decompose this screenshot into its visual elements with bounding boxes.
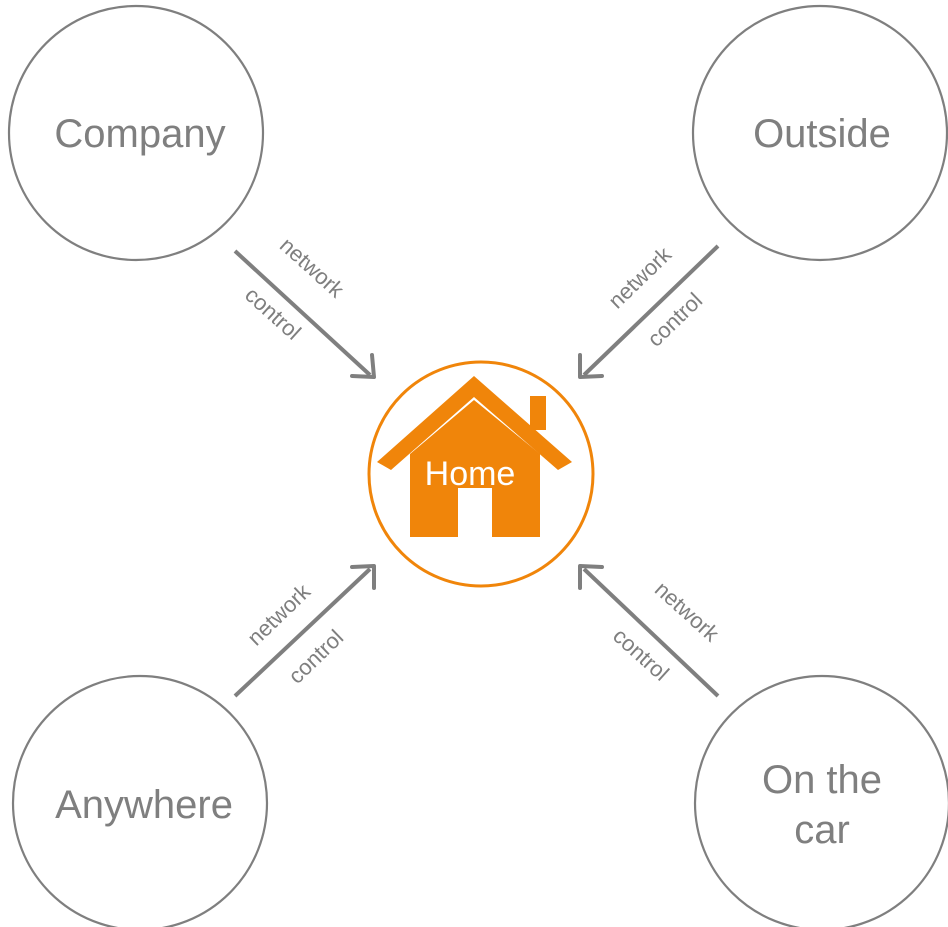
- node-outside-circle: [691, 4, 948, 262]
- edge-car-label-network: network: [650, 576, 725, 647]
- edge-anywhere-line: [233, 567, 372, 698]
- edge-company-line: [233, 249, 372, 377]
- node-car-circle: [693, 674, 948, 927]
- edge-car-line: [582, 567, 720, 698]
- node-anywhere: Anywhere: [11, 674, 269, 927]
- edge-outside-label-network: network: [603, 241, 676, 313]
- edge-outside-home: [578, 244, 720, 379]
- edge-outside-arrowhead: [578, 353, 604, 379]
- edge-anywhere-label-network: network: [242, 578, 315, 650]
- node-home-label: Home: [425, 455, 516, 493]
- node-outside-label: Outside: [753, 112, 891, 156]
- node-company-circle: [7, 4, 265, 262]
- edge-car-arrowhead: [578, 564, 604, 590]
- node-company: Company: [7, 4, 265, 262]
- edge-company-label-network: network: [275, 232, 350, 303]
- edge-car-home: [578, 564, 720, 698]
- edge-company-home: [233, 249, 376, 379]
- node-car-label-line2: car: [794, 808, 850, 852]
- edge-outside-line: [582, 244, 720, 377]
- node-anywhere-label: Anywhere: [55, 783, 233, 827]
- node-car: On the car: [693, 674, 948, 927]
- node-outside: Outside: [691, 4, 948, 262]
- node-anywhere-circle: [11, 674, 269, 927]
- edge-company-arrowhead: [350, 353, 376, 379]
- edge-company-label-control: control: [240, 282, 306, 345]
- edge-anywhere-home: [233, 564, 376, 698]
- edge-anywhere-label-control: control: [283, 625, 348, 689]
- house-icon: [377, 376, 572, 537]
- edge-outside-label-control: control: [642, 288, 707, 352]
- node-company-label: Company: [54, 112, 225, 156]
- node-home: Home: [367, 360, 595, 588]
- edge-car-label-control: control: [608, 623, 674, 686]
- node-car-label-line1: On the: [762, 758, 882, 802]
- edge-anywhere-arrowhead: [350, 564, 376, 590]
